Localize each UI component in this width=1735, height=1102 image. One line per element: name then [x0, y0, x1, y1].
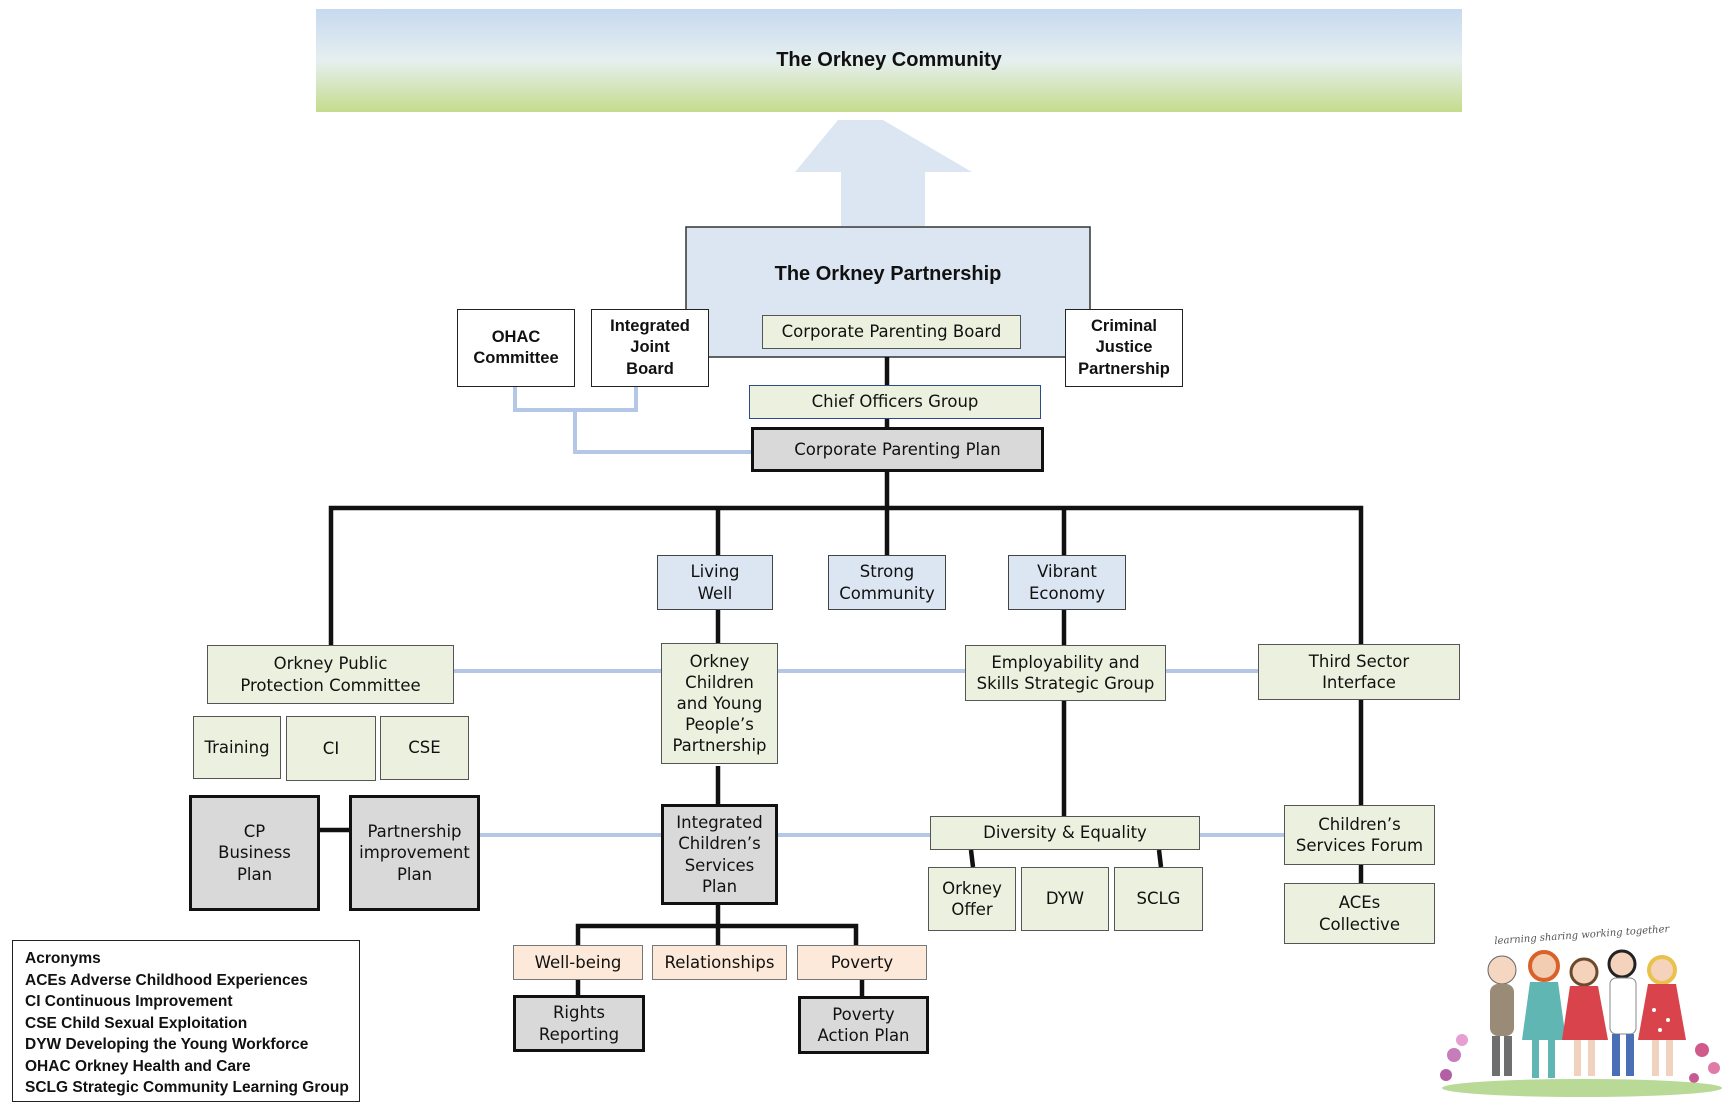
flowers-decoration — [1440, 1034, 1722, 1097]
ohac-committee: OHAC Committee — [457, 309, 575, 387]
children-young-peoples-partnership: Orkney Children and Young People’s Partn… — [661, 643, 778, 764]
poverty-action-plan: Poverty Action Plan — [798, 996, 929, 1054]
theme-living-well: Living Well — [657, 555, 773, 610]
integrated-joint-board: Integrated Joint Board — [591, 309, 709, 387]
community-title: The Orkney Community — [776, 48, 1002, 71]
cse-box: CSE — [380, 716, 469, 780]
acronym-item: CSE Child Sexual Exploitation — [25, 1014, 248, 1032]
aces-collective: ACEs Collective — [1284, 883, 1435, 944]
theme-strong-community: Strong Community — [828, 555, 946, 610]
partnership-improvement-plan: Partnership improvement Plan — [349, 795, 480, 911]
child-figures — [1487, 949, 1686, 1078]
childrens-services-forum: Children’s Services Forum — [1284, 805, 1435, 865]
community-banner-bg — [316, 9, 1462, 112]
acronyms-legend: Acronyms ACEs Adverse Childhood Experien… — [12, 940, 360, 1102]
public-protection-committee: Orkney Public Protection Committee — [207, 645, 454, 704]
cp-business-plan: CP Business Plan — [189, 795, 320, 911]
acronym-item: SCLG Strategic Community Learning Group — [25, 1079, 349, 1096]
black-connectors — [319, 357, 1364, 996]
orkney-offer: Orkney Offer — [928, 867, 1016, 931]
poverty-box: Poverty — [797, 945, 927, 980]
wellbeing-box: Well-being — [513, 945, 643, 980]
sclg-box: SCLG — [1114, 867, 1203, 931]
acronym-item: CI Continuous Improvement — [25, 993, 233, 1010]
acronyms-heading: Acronyms — [25, 950, 101, 967]
partnership-title: The Orkney Partnership — [774, 263, 1002, 286]
up-arrow-icon — [795, 120, 972, 226]
light-blue-connectors — [454, 387, 1284, 837]
employability-skills-group: Employability and Skills Strategic Group — [965, 645, 1166, 701]
integrated-childrens-services-plan: Integrated Children’s Services Plan — [661, 804, 778, 905]
criminal-justice-partnership: Criminal Justice Partnership — [1065, 309, 1183, 387]
theme-vibrant-economy: Vibrant Economy — [1008, 555, 1126, 610]
acronym-item: ACEs Adverse Childhood Experiences — [25, 971, 308, 989]
dyw-box: DYW — [1021, 867, 1109, 931]
children-illustration: learning sharing working together — [1440, 924, 1722, 1097]
acronym-item: DYW Developing the Young Workforce — [25, 1036, 309, 1053]
illustration-caption: learning sharing working together — [1494, 924, 1671, 947]
corporate-parenting-board: Corporate Parenting Board — [762, 315, 1021, 349]
training-box: Training — [193, 716, 281, 779]
rights-reporting: Rights Reporting — [513, 995, 645, 1052]
chief-officers-group: Chief Officers Group — [749, 385, 1041, 419]
relationships-box: Relationships — [652, 945, 787, 980]
corporate-parenting-plan: Corporate Parenting Plan — [751, 427, 1044, 472]
ci-box: CI — [286, 716, 376, 781]
diversity-equality: Diversity & Equality — [930, 816, 1200, 850]
third-sector-interface: Third Sector Interface — [1258, 644, 1460, 700]
acronym-item: OHAC Orkney Health and Care — [25, 1057, 251, 1075]
